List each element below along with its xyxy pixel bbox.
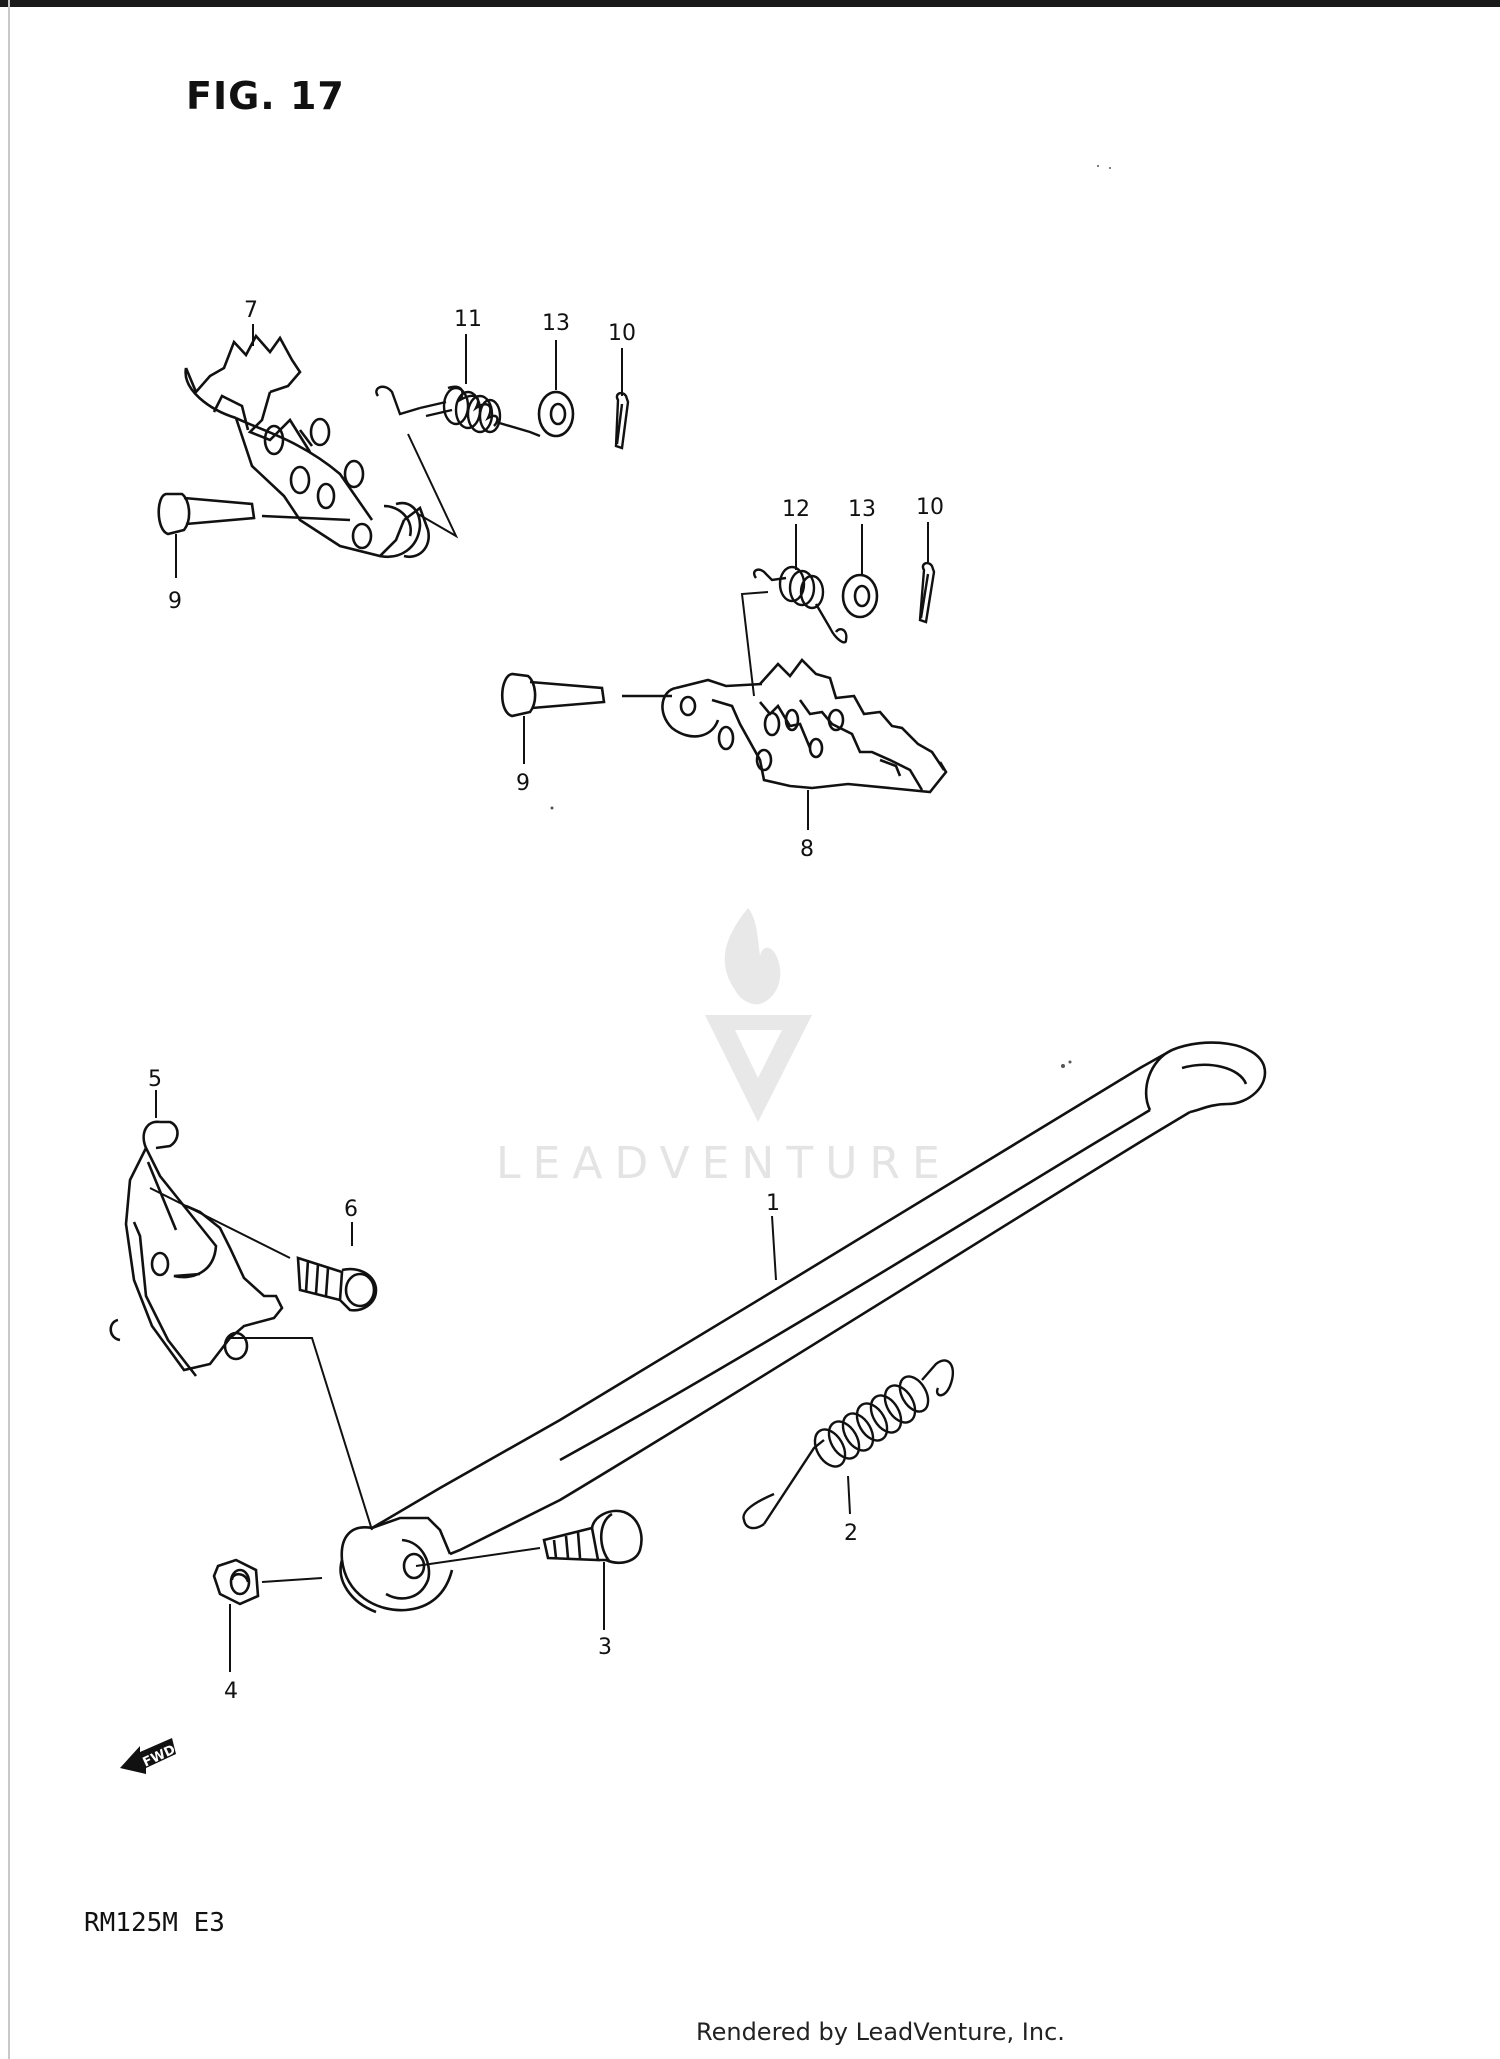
footrest-left-part xyxy=(184,333,430,559)
stand-bar-part xyxy=(339,1041,1267,1614)
footrest-spring-12 xyxy=(752,565,848,644)
left-border xyxy=(8,0,10,2059)
callout-6: 6 xyxy=(344,1197,358,1222)
callout-13-upper: 13 xyxy=(542,311,570,336)
pivot-bolt-part xyxy=(542,1509,643,1564)
footrest-spring-11 xyxy=(375,385,541,438)
callout-11: 11 xyxy=(454,307,482,332)
callout-8: 8 xyxy=(800,837,814,862)
render-credit: Rendered by LeadVenture, Inc. xyxy=(696,2018,1065,2046)
washer-middle xyxy=(841,573,879,619)
top-border xyxy=(0,0,1500,7)
figure-title: FIG. 17 xyxy=(186,74,345,118)
callout-leaders-upper xyxy=(175,324,623,578)
watermark-logo xyxy=(705,908,812,1122)
callout-2: 2 xyxy=(844,1521,858,1546)
callout-5: 5 xyxy=(148,1067,162,1092)
watermark-text: LEADVENTURE xyxy=(496,1138,952,1189)
callout-12: 12 xyxy=(782,497,810,522)
cotter-pin-middle xyxy=(918,561,936,624)
callout-13-middle: 13 xyxy=(848,497,876,522)
callout-3: 3 xyxy=(598,1635,612,1660)
footrest-pin-upper xyxy=(157,492,351,536)
callout-leaders-lower xyxy=(149,1090,851,1672)
callout-10-middle: 10 xyxy=(916,495,944,520)
forward-arrow-icon: FWD xyxy=(120,1738,178,1774)
callout-9-upper: 9 xyxy=(168,589,182,614)
callout-10-upper: 10 xyxy=(608,321,636,346)
callout-leaders-middle xyxy=(523,522,929,830)
footrest-right-part xyxy=(661,658,948,794)
callout-4: 4 xyxy=(224,1679,238,1704)
return-spring-part xyxy=(742,1359,955,1530)
mounting-bracket-part xyxy=(109,1120,284,1377)
washer-upper xyxy=(537,390,575,438)
footrest-pin-middle xyxy=(500,672,672,718)
callout-9-middle: 9 xyxy=(516,771,530,796)
nut-part xyxy=(212,1558,260,1606)
model-code: RM125M E3 xyxy=(84,1908,225,1938)
cotter-pin-upper xyxy=(614,391,630,450)
callout-7: 7 xyxy=(244,298,258,323)
callout-1: 1 xyxy=(766,1191,780,1216)
bracket-bolt-part xyxy=(296,1256,378,1312)
callout-numbers: 7 11 13 10 9 12 13 10 9 8 5 6 1 2 3 4 xyxy=(148,298,944,1704)
scan-specks xyxy=(550,165,1111,1068)
